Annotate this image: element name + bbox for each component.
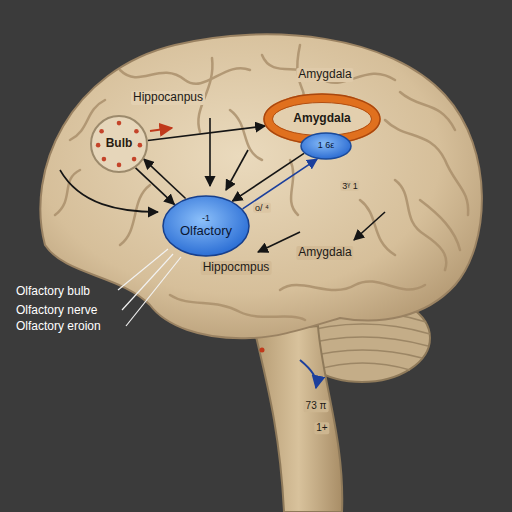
connector-arrow	[232, 153, 304, 201]
bulb-dot	[132, 157, 137, 162]
ring-edge	[273, 103, 372, 136]
bulb-dot	[96, 143, 101, 148]
node-text: 1 6ε	[318, 141, 335, 151]
amygdala-blob: 1 6ε	[300, 132, 352, 160]
region-label: 73 π	[304, 400, 329, 412]
decorative-arrow	[150, 128, 172, 131]
bulb-dot	[134, 129, 139, 134]
region-label: 3ᵞ 1	[340, 181, 359, 191]
part-label: Olfactory eroion	[14, 320, 103, 334]
olfactory-blob: -1Olfactory	[162, 195, 250, 257]
leader-lines	[118, 249, 181, 326]
node-text: Bulb	[106, 137, 133, 150]
cerebrum	[40, 34, 482, 338]
bulb-dot	[117, 163, 122, 168]
node-text: Olfactory	[180, 224, 232, 238]
region-label: Amygdala	[296, 68, 353, 82]
node-text: Amygdala	[293, 112, 350, 125]
bulb-dot	[117, 121, 122, 126]
marker-dot	[260, 348, 265, 353]
part-label: Olfactory bulb	[14, 285, 92, 299]
bulb-dot	[102, 157, 107, 162]
region-label: Hippocanpus	[131, 91, 205, 105]
bulb-dot	[138, 143, 143, 148]
region-label: 1+	[314, 422, 329, 434]
connector-arrow	[243, 159, 317, 209]
bulb-circle: Bulb	[90, 115, 148, 173]
region-label: Hippocmpus	[201, 261, 272, 275]
decorative-arrow	[300, 360, 316, 388]
connector-arrow	[136, 168, 175, 205]
region-label: o/ ⁴	[253, 203, 271, 213]
region-label: Amygdala	[296, 246, 353, 260]
node-text: -1	[202, 214, 210, 224]
brain-gyri	[55, 45, 468, 320]
part-label: Olfactory nerve	[14, 304, 99, 318]
blob-body	[163, 196, 249, 256]
connector-arrow	[144, 159, 186, 198]
bulb-body	[91, 116, 147, 172]
bulb-dot	[99, 129, 104, 134]
connector-arrow	[148, 126, 265, 140]
decorative-arrows	[60, 118, 385, 252]
blob-body	[301, 133, 351, 159]
brain-stem	[255, 326, 342, 512]
